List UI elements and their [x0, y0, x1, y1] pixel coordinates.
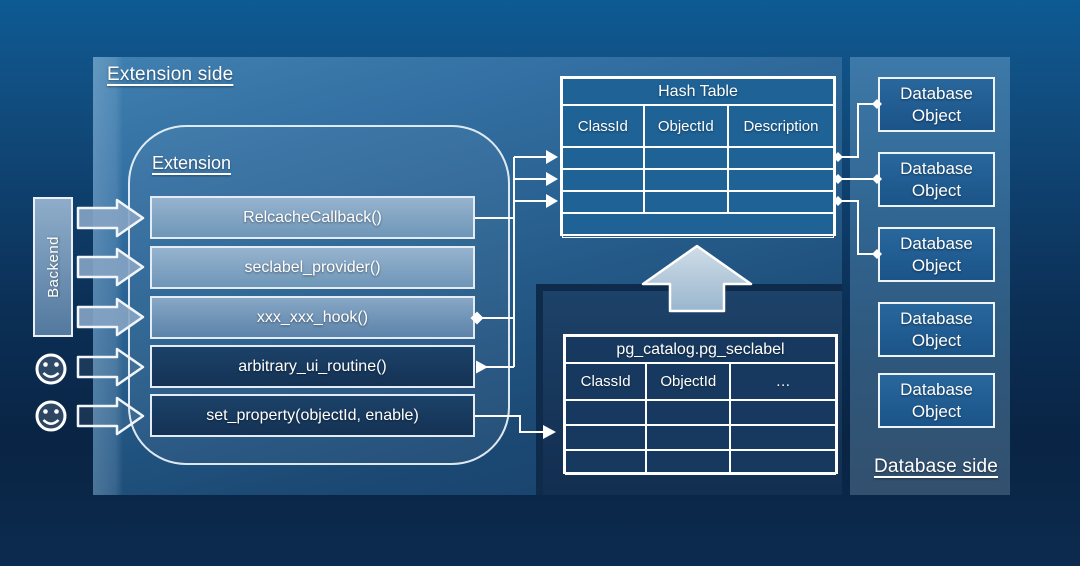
diamond-node-icon: [470, 311, 484, 325]
hash-table-empty-row: [562, 169, 834, 191]
backend-box: Backend: [33, 197, 73, 337]
backend-arrow-icon: [76, 297, 145, 337]
diamond-node-icon: [872, 249, 882, 259]
database-object-box: Database Object: [878, 373, 995, 428]
diamond-node-icon: [833, 174, 843, 184]
database-object-box: Database Object: [878, 227, 995, 282]
arrowhead-icon: [476, 360, 488, 374]
hash-table: Hash Table ClassId ObjectId Description: [560, 76, 836, 238]
diamond-node-icon: [872, 174, 882, 184]
pg-seclabel-table-title: pg_catalog.pg_seclabel: [565, 336, 836, 363]
connector-line: [475, 415, 544, 433]
pg-table-col-objectid: ObjectId: [646, 363, 731, 400]
pg-table-col-ellipsis: …: [730, 363, 836, 400]
hash-table-col-classid: ClassId: [562, 105, 644, 147]
function-box-arbitrary-ui-routine: arbitrary_ui_routine(): [150, 345, 475, 388]
pg-table-col-classid: ClassId: [565, 363, 647, 400]
arrowhead-icon: [546, 150, 558, 164]
function-box-set-property: set_property(objectId, enable): [150, 394, 475, 437]
connector-line: [838, 200, 875, 255]
hash-table-empty-row: [562, 147, 834, 169]
arrowhead-icon: [543, 425, 556, 439]
backend-arrow-outline-icon: [76, 347, 145, 387]
extension-side-title: Extension side: [107, 64, 234, 85]
backend-arrow-icon: [76, 198, 145, 238]
pg-table-empty-row: [565, 425, 836, 450]
database-object-box: Database Object: [878, 152, 995, 207]
hash-table-footer-row: [562, 213, 834, 238]
extension-container-label: Extension: [152, 153, 232, 173]
hash-table-col-description: Description: [727, 105, 834, 147]
function-box-relcachecallback: RelcacheCallback(): [150, 196, 475, 239]
database-side-title: Database side: [873, 456, 999, 477]
hash-table-empty-row: [562, 191, 834, 213]
diamond-node-icon: [872, 99, 882, 109]
smiley-icon: [35, 400, 67, 432]
pg-seclabel-table: pg_catalog.pg_seclabel ClassId ObjectId …: [563, 334, 838, 475]
function-box-xxx-xxx-hook: xxx_xxx_hook(): [150, 296, 475, 339]
pg-table-empty-row: [565, 400, 836, 425]
backend-arrow-outline-icon: [76, 396, 145, 436]
backend-arrow-icon: [76, 247, 145, 287]
diamond-node-icon: [833, 152, 843, 162]
arrowhead-icon: [546, 172, 558, 186]
database-object-box: Database Object: [878, 302, 995, 357]
pg-table-empty-row: [565, 450, 836, 475]
function-box-seclabel-provider: seclabel_provider(): [150, 246, 475, 289]
diamond-node-icon: [833, 196, 843, 206]
arrowhead-icon: [546, 194, 558, 208]
hash-table-title: Hash Table: [562, 78, 834, 105]
connector-line: [838, 103, 875, 158]
hash-table-col-objectid: ObjectId: [643, 105, 728, 147]
smiley-icon: [35, 353, 67, 385]
